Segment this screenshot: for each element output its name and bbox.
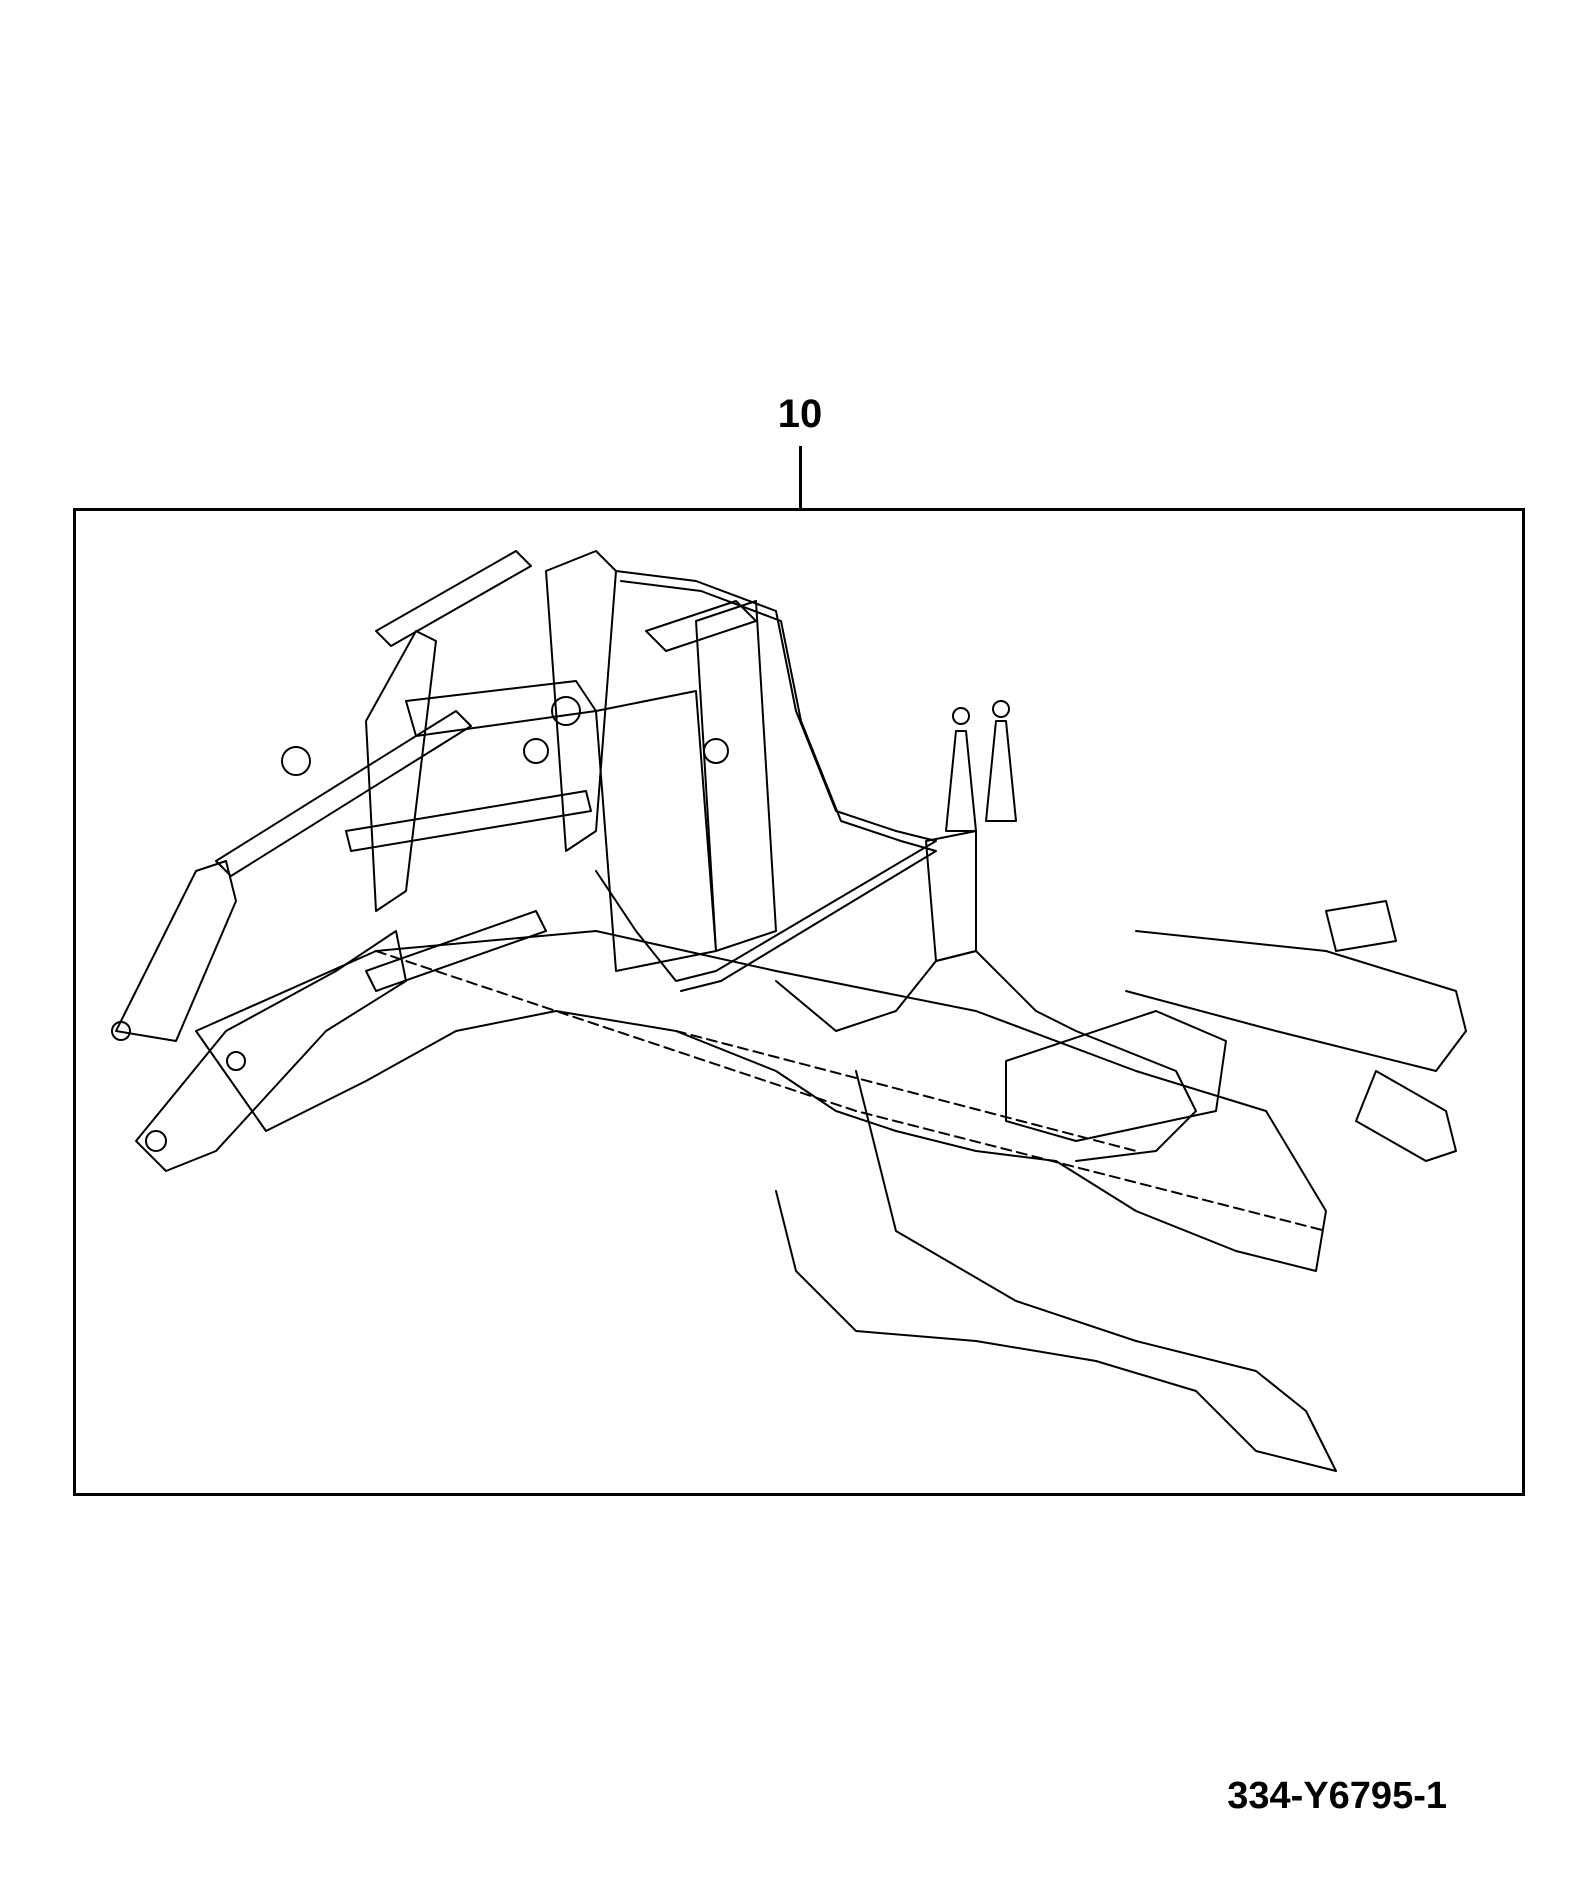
control-column xyxy=(925,830,977,962)
cross-tube xyxy=(405,680,597,737)
pivot-pin xyxy=(111,1021,131,1041)
upright-right xyxy=(545,550,617,852)
lever-knob xyxy=(952,707,970,725)
callout-leader xyxy=(799,446,802,508)
hydraulic-line xyxy=(620,580,937,992)
hydraulic-line xyxy=(595,570,937,982)
rear-leg xyxy=(1355,1070,1457,1162)
chassis-side xyxy=(775,1070,1337,1472)
pivot-pin xyxy=(551,696,581,726)
cross-tube xyxy=(645,600,757,652)
control-lever xyxy=(945,730,977,832)
pivot-pin xyxy=(226,1051,246,1071)
reference-code: 334-Y6795-1 xyxy=(1227,1775,1447,1817)
boom-arm-left xyxy=(115,860,237,1042)
pivot-pin xyxy=(703,738,729,764)
rear-bracket xyxy=(1325,900,1397,952)
hydraulic-tank xyxy=(1005,1010,1227,1142)
rear-frame xyxy=(1125,930,1467,1072)
hidden-line xyxy=(675,1030,1137,1152)
chassis-outline xyxy=(195,930,1327,1272)
hidden-line xyxy=(375,950,1327,1232)
drawing-frame xyxy=(73,508,1525,1496)
pivot-pin xyxy=(523,738,549,764)
tower xyxy=(695,600,777,952)
tilt-cylinder xyxy=(345,790,592,852)
tilt-cylinder xyxy=(365,910,547,992)
loader-frame-drawing xyxy=(111,550,1467,1472)
lift-cylinder xyxy=(215,710,472,877)
lift-cylinder xyxy=(375,550,532,647)
upright-left xyxy=(365,630,437,912)
tower-plate xyxy=(595,690,717,972)
callout-label: 10 xyxy=(777,392,823,436)
hydraulic-line xyxy=(775,950,1197,1162)
pivot-pin xyxy=(281,746,311,776)
control-lever xyxy=(985,720,1017,822)
boom-arm-lower xyxy=(135,930,407,1172)
pivot-pin xyxy=(145,1130,167,1152)
lever-knob xyxy=(992,700,1010,718)
